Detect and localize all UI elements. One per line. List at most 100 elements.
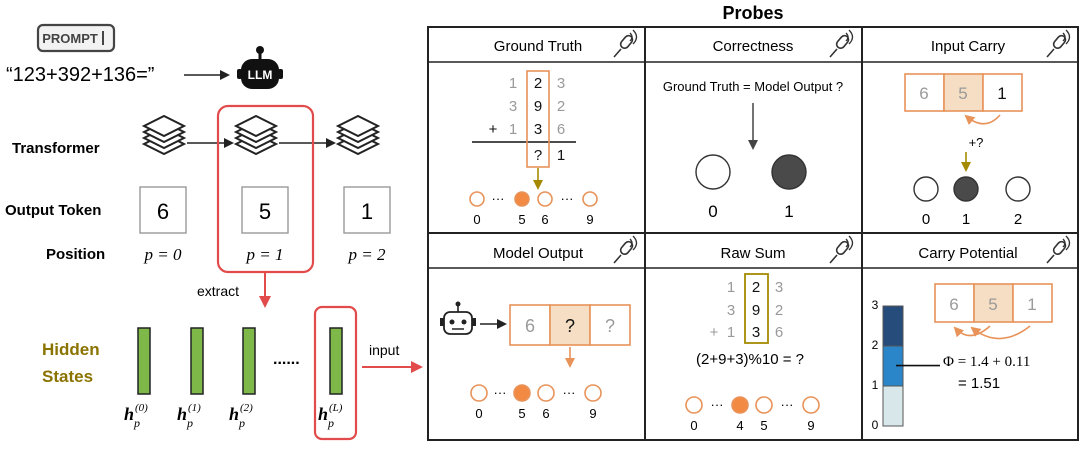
panel-title-model-output: Model Output — [493, 245, 584, 262]
probe-mic-icon — [613, 29, 638, 58]
svg-text:5: 5 — [988, 295, 997, 314]
probe-mic-icon — [1046, 235, 1071, 264]
raw-sum-digit-label: 9 — [807, 418, 814, 433]
probes-grid — [427, 26, 1079, 441]
ground-truth-digit-label: 9 — [586, 212, 593, 227]
svg-text:p: p — [186, 416, 193, 430]
svg-text:3: 3 — [557, 75, 565, 92]
svg-text:(1): (1) — [188, 402, 201, 414]
position-1: p = 1 — [246, 245, 284, 264]
panel-title-input-carry: Input Carry — [931, 38, 1006, 55]
svg-text:(L): (L) — [329, 402, 343, 414]
svg-text:3: 3 — [752, 324, 760, 341]
raw-sum-dots-1: ··· — [711, 397, 724, 412]
ground-truth-addition: 1 2 3 3 9 2 + 1 3 6 ? 1 — [472, 75, 576, 164]
carry-potential-curve-arrow — [953, 325, 991, 338]
prompt-badge: PROMPT — [36, 23, 116, 53]
svg-text:1: 1 — [997, 84, 1006, 103]
robot-icon — [440, 301, 476, 335]
correctness-question: Ground Truth = Model Output ? — [663, 79, 843, 94]
model-output-dots-1: ··· — [494, 385, 507, 400]
svg-text:9: 9 — [534, 98, 542, 115]
svg-text:LLM: LLM — [248, 68, 273, 82]
svg-text:1: 1 — [557, 147, 565, 164]
raw-sum-column-box — [744, 273, 769, 344]
svg-text:+: + — [710, 324, 719, 341]
correctness-label-0: 0 — [708, 202, 717, 221]
panel-title-carry-potential: Carry Potential — [918, 245, 1017, 262]
label-position: Position — [46, 246, 105, 263]
probe-mic-icon — [1046, 29, 1071, 58]
correctness-circle-1 — [771, 154, 807, 190]
input-label: input — [369, 342, 399, 358]
model-output-digit-label: 9 — [589, 406, 596, 421]
svg-text:+: + — [489, 121, 498, 138]
svg-text:(2): (2) — [240, 402, 253, 414]
input-carry-curve-arrow — [964, 114, 1001, 125]
svg-text:?: ? — [565, 316, 575, 336]
label-states: States — [42, 367, 93, 386]
svg-text:1: 1 — [1027, 295, 1036, 314]
ground-truth-digit-circles — [469, 191, 598, 207]
carry-potential-tick-3: 3 — [872, 298, 879, 312]
label-transformer: Transformer — [12, 140, 100, 157]
raw-sum-dots-2: ··· — [781, 397, 794, 412]
svg-text:3: 3 — [775, 279, 783, 296]
svg-text:p: p — [238, 416, 245, 430]
svg-text:6: 6 — [775, 324, 783, 341]
panel-title-correctness: Correctness — [713, 38, 794, 55]
model-output-dots-2: ··· — [563, 385, 576, 400]
svg-text:2: 2 — [534, 75, 542, 92]
svg-text:p: p — [133, 416, 140, 430]
svg-text:h: h — [124, 404, 134, 424]
probe-mic-icon — [613, 235, 638, 264]
input-carry-question: +? — [969, 135, 984, 150]
model-output-digit-label: 6 — [542, 406, 549, 421]
input-carry-circle-1 — [953, 176, 979, 202]
ground-truth-column-box — [526, 70, 550, 168]
input-carry-circle-2 — [1005, 176, 1031, 202]
hidden-label-0: h p (0) — [124, 402, 148, 430]
hidden-label-2: h p (2) — [229, 402, 253, 430]
token-1: 5 — [259, 199, 271, 224]
input-carry-label-1: 1 — [962, 211, 970, 228]
svg-text:PROMPT: PROMPT — [42, 31, 98, 46]
panel-title-raw-sum: Raw Sum — [720, 245, 785, 262]
carry-potential-formula-1: Φ = 1.4 + 0.11 — [943, 354, 1030, 370]
transformer-layers-0 — [143, 115, 185, 155]
model-output-digit-circles — [470, 384, 602, 402]
svg-text:(0): (0) — [135, 402, 148, 414]
svg-text:9: 9 — [752, 302, 760, 319]
carry-potential-cells: 6 5 1 — [934, 283, 1053, 323]
token-box-1 — [241, 186, 289, 234]
svg-text:1: 1 — [727, 279, 735, 296]
svg-text:1: 1 — [509, 121, 517, 138]
raw-sum-digit-label: 0 — [690, 418, 697, 433]
hidden-state-bar-1 — [190, 327, 204, 395]
model-output-digit-label: 5 — [518, 406, 525, 421]
ground-truth-digit-label: 6 — [541, 212, 548, 227]
raw-sum-formula: (2+9+3)%10 = ? — [696, 351, 804, 368]
transformer-layers-2 — [337, 115, 379, 155]
prompt-text: “123+392+136=” — [6, 64, 154, 86]
hidden-state-bar-2 — [242, 327, 256, 395]
input-carry-circle-0 — [913, 176, 939, 202]
carry-potential-scale — [882, 305, 904, 427]
panel-title-ground-truth: Ground Truth — [494, 38, 582, 55]
svg-text:2: 2 — [557, 98, 565, 115]
svg-text:6: 6 — [949, 295, 958, 314]
label-hidden: Hidden — [42, 340, 100, 359]
hidden-label-1: h p (1) — [177, 402, 201, 430]
svg-text:h: h — [318, 404, 328, 424]
carry-potential-tick-0: 0 — [872, 418, 879, 432]
token-0: 6 — [157, 199, 169, 224]
svg-text:6: 6 — [557, 121, 565, 138]
probe-mic-icon — [829, 29, 854, 58]
svg-text:3: 3 — [727, 302, 735, 319]
correctness-label-1: 1 — [784, 202, 793, 221]
raw-sum-digit-label: 5 — [760, 418, 767, 433]
token-2: 1 — [361, 199, 373, 224]
input-carry-label-2: 2 — [1014, 211, 1022, 228]
svg-text:2: 2 — [775, 302, 783, 319]
